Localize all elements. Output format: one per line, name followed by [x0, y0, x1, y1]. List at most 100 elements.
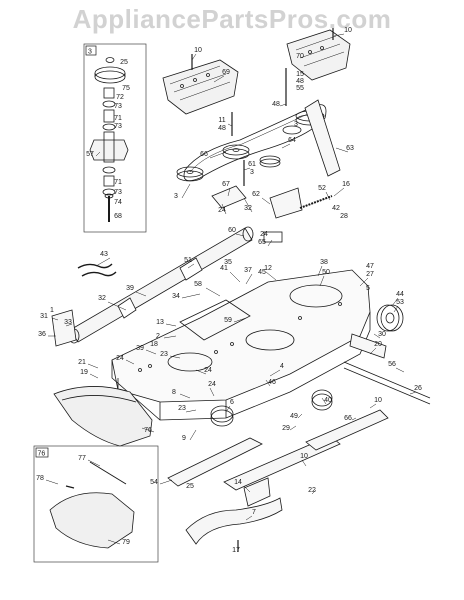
part-callout-38[interactable]: 38 — [320, 259, 328, 266]
part-callout-24[interactable]: 24 — [116, 355, 124, 362]
part-callout-21[interactable]: 21 — [78, 359, 86, 366]
part-callout-30[interactable]: 30 — [378, 331, 386, 338]
part-callout-39[interactable]: 39 — [136, 345, 144, 352]
part-callout-3[interactable]: 3 — [250, 169, 254, 176]
callout-leader-line — [205, 287, 221, 297]
lift-link — [349, 333, 387, 359]
part-callout-59[interactable]: 59 — [224, 317, 232, 324]
part-callout-2[interactable]: 2 — [156, 333, 160, 340]
part-callout-7[interactable]: 7 — [252, 509, 256, 516]
part-callout-3[interactable]: 3 — [294, 121, 298, 128]
part-callout-57[interactable]: 57 — [86, 151, 94, 158]
part-callout-69[interactable]: 69 — [222, 69, 230, 76]
part-callout-68[interactable]: 68 — [114, 213, 122, 220]
part-callout-43[interactable]: 43 — [100, 251, 108, 258]
part-callout-31[interactable]: 31 — [40, 313, 48, 320]
part-callout-49[interactable]: 49 — [290, 413, 298, 420]
part-callout-40[interactable]: 40 — [324, 397, 332, 404]
part-callout-54[interactable]: 54 — [150, 479, 158, 486]
part-callout-17[interactable]: 17 — [232, 547, 240, 554]
part-callout-15[interactable]: 15 — [296, 71, 304, 78]
part-callout-71[interactable]: 71 — [114, 179, 122, 186]
part-callout-73[interactable]: 73 — [114, 103, 122, 110]
part-callout-24[interactable]: 24 — [208, 381, 216, 388]
part-callout-67[interactable]: 67 — [222, 181, 230, 188]
part-callout-18[interactable]: 18 — [150, 341, 158, 348]
part-callout-56[interactable]: 56 — [388, 361, 396, 368]
part-callout-74[interactable]: 74 — [114, 199, 122, 206]
part-callout-32[interactable]: 32 — [98, 295, 106, 302]
part-callout-46[interactable]: 46 — [268, 379, 276, 386]
part-callout-55[interactable]: 55 — [296, 85, 304, 92]
part-callout-77[interactable]: 77 — [78, 455, 86, 462]
part-callout-47[interactable]: 47 — [366, 263, 374, 270]
part-callout-5[interactable]: 5 — [366, 285, 370, 292]
part-callout-28[interactable]: 28 — [340, 213, 348, 220]
part-callout-72[interactable]: 72 — [116, 94, 124, 101]
part-callout-4[interactable]: 4 — [280, 363, 284, 370]
part-callout-10[interactable]: 10 — [374, 397, 382, 404]
part-callout-48[interactable]: 48 — [218, 125, 226, 132]
part-callout-20[interactable]: 20 — [374, 341, 382, 348]
part-callout-35[interactable]: 35 — [224, 259, 232, 266]
part-callout-66[interactable]: 66 — [200, 151, 208, 158]
part-callout-66[interactable]: 66 — [344, 415, 352, 422]
part-callout-12[interactable]: 12 — [264, 265, 272, 272]
part-callout-62[interactable]: 62 — [252, 191, 260, 198]
part-callout-50[interactable]: 50 — [322, 269, 330, 276]
part-callout-48[interactable]: 48 — [272, 101, 280, 108]
part-callout-34[interactable]: 34 — [172, 293, 180, 300]
part-callout-44[interactable]: 44 — [396, 291, 404, 298]
part-callout-39[interactable]: 39 — [126, 285, 134, 292]
part-callout-78[interactable]: 78 — [36, 475, 44, 482]
part-callout-45[interactable]: 45 — [258, 269, 266, 276]
part-callout-48[interactable]: 48 — [296, 78, 304, 85]
part-callout-36[interactable]: 36 — [38, 331, 46, 338]
part-callout-70[interactable]: 70 — [296, 53, 304, 60]
part-callout-53[interactable]: 53 — [396, 299, 404, 306]
part-callout-32[interactable]: 32 — [244, 205, 252, 212]
part-callout-1[interactable]: 1 — [50, 307, 54, 314]
part-callout-42[interactable]: 42 — [332, 205, 340, 212]
part-callout-16[interactable]: 16 — [342, 181, 350, 188]
part-callout-24[interactable]: 24 — [204, 367, 212, 374]
part-callout-33[interactable]: 33 — [64, 319, 72, 326]
part-callout-8[interactable]: 8 — [172, 389, 176, 396]
part-callout-3[interactable]: 3 — [174, 193, 178, 200]
part-callout-71[interactable]: 71 — [114, 115, 122, 122]
part-callout-26[interactable]: 26 — [414, 385, 422, 392]
part-callout-51[interactable]: 51 — [184, 257, 192, 264]
part-callout-65[interactable]: 65 — [258, 239, 266, 246]
part-callout-25[interactable]: 25 — [120, 59, 128, 66]
part-callout-24[interactable]: 24 — [218, 207, 226, 214]
part-callout-64[interactable]: 64 — [288, 137, 296, 144]
part-callout-63[interactable]: 63 — [346, 145, 354, 152]
part-callout-25[interactable]: 25 — [186, 483, 194, 490]
part-callout-14[interactable]: 14 — [234, 479, 242, 486]
part-callout-23[interactable]: 23 — [178, 405, 186, 412]
part-callout-13[interactable]: 13 — [156, 319, 164, 326]
part-callout-6[interactable]: 6 — [230, 399, 234, 406]
part-callout-58[interactable]: 58 — [194, 281, 202, 288]
part-callout-73[interactable]: 73 — [114, 189, 122, 196]
part-callout-76[interactable]: 76 — [144, 427, 152, 434]
part-callout-23[interactable]: 23 — [160, 351, 168, 358]
part-callout-75[interactable]: 75 — [122, 85, 130, 92]
part-callout-10[interactable]: 10 — [300, 453, 308, 460]
part-callout-29[interactable]: 29 — [282, 425, 290, 432]
part-callout-60[interactable]: 60 — [228, 227, 236, 234]
part-callout-79[interactable]: 79 — [122, 539, 130, 546]
part-callout-24[interactable]: 24 — [260, 231, 268, 238]
part-callout-73[interactable]: 73 — [114, 123, 122, 130]
part-callout-10[interactable]: 10 — [344, 27, 352, 34]
part-callout-11[interactable]: 11 — [218, 117, 225, 124]
part-callout-52[interactable]: 52 — [318, 185, 326, 192]
part-callout-10[interactable]: 10 — [194, 47, 202, 54]
part-callout-41[interactable]: 41 — [220, 265, 228, 272]
part-callout-19[interactable]: 19 — [80, 369, 88, 376]
part-callout-22[interactable]: 22 — [308, 487, 316, 494]
part-callout-27[interactable]: 27 — [366, 271, 374, 278]
part-callout-9[interactable]: 9 — [182, 435, 186, 442]
part-callout-61[interactable]: 61 — [248, 161, 256, 168]
part-callout-37[interactable]: 37 — [244, 267, 252, 274]
